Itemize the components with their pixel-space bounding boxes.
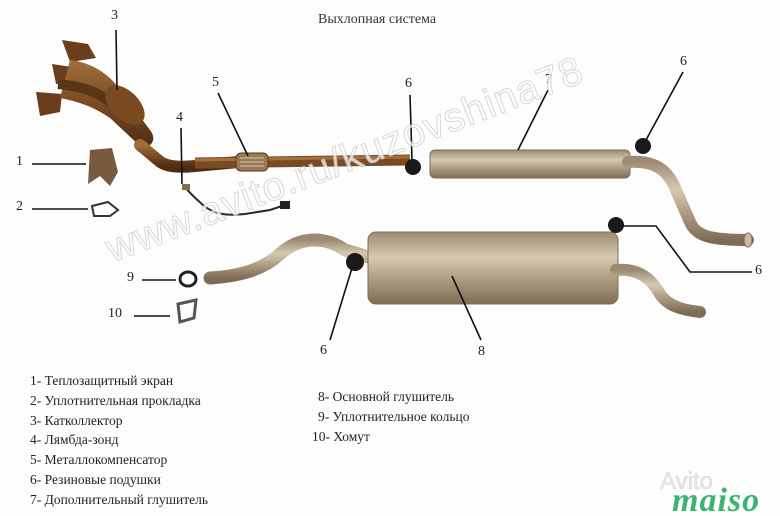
legend-item: 6- Резиновые подушки <box>30 471 161 487</box>
main-muffler <box>203 231 706 318</box>
gasket <box>90 200 120 217</box>
legend-right: 8- Основной глушитель 9- Уплотнительное … <box>312 387 469 446</box>
callout-3: 3 <box>111 8 118 23</box>
callout-5: 5 <box>212 75 219 90</box>
legend-left: 1- Теплозащитный экран 2- Уплотнительная… <box>30 371 208 510</box>
diagram-title: Выхлопная система <box>318 12 437 27</box>
legend-item: 3- Катколлектор <box>30 412 123 428</box>
callout-9: 9 <box>127 270 134 285</box>
legend-item: 4- Лямбда-зонд <box>30 432 119 448</box>
callout-6-rear-top: 6 <box>680 54 687 69</box>
clamp <box>176 298 198 324</box>
legend-item: 9- Уплотнительное кольцо <box>318 408 470 424</box>
callout-1: 1 <box>16 154 23 169</box>
heat-shield <box>88 148 118 186</box>
rubber-mount <box>635 138 651 154</box>
legend-item: 8- Основной глушитель <box>318 389 455 404</box>
leader-lines <box>32 29 752 341</box>
rubber-mount <box>608 217 624 233</box>
callout-10: 10 <box>108 306 122 321</box>
callout-4: 4 <box>176 110 183 125</box>
callout-8: 8 <box>478 344 485 359</box>
callout-6-front: 6 <box>405 76 412 91</box>
legend-item: 1- Теплозащитный экран <box>30 373 174 388</box>
front-pipe <box>194 152 411 172</box>
callout-2: 2 <box>16 199 23 214</box>
legend-item: 5- Металлокомпенсатор <box>30 452 168 468</box>
lambda-probe <box>182 184 290 216</box>
middle-muffler <box>405 149 754 248</box>
seal-ring <box>178 270 198 288</box>
legend-item: 7- Дополнительный глушитель <box>30 491 208 507</box>
legend-item: 10- Хомут <box>312 428 370 444</box>
legend-item: 2- Уплотнительная прокладка <box>30 392 201 408</box>
callout-6-rear-right: 6 <box>755 263 762 278</box>
rubber-mount <box>346 253 364 271</box>
callout-7: 7 <box>545 72 552 87</box>
maiso-logo: maiso <box>672 482 761 516</box>
avito-logo: Avito <box>660 468 714 496</box>
catalytic-manifold <box>36 40 244 173</box>
rubber-mount <box>405 159 421 175</box>
callout-6-main: 6 <box>320 343 327 358</box>
